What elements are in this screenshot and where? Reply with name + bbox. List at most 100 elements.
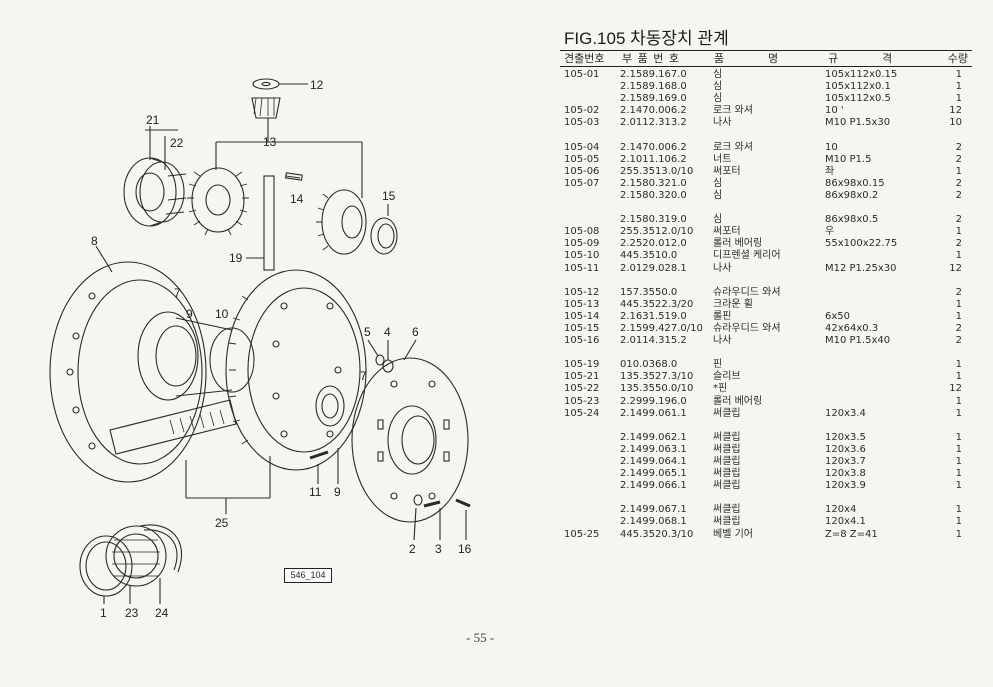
row-part-name: *핀 xyxy=(713,383,728,395)
row-qty: 2 xyxy=(955,177,962,189)
row-spec: 120x4 xyxy=(825,504,857,516)
row-part-name: 슈라우디드 와셔 xyxy=(713,322,781,334)
row-part-name: 심 xyxy=(713,214,723,226)
row-fig-no: 105-13 xyxy=(564,298,600,310)
callout-12: 12 xyxy=(310,78,324,92)
callout-13: 13 xyxy=(263,135,277,149)
row-part-name: 써클립 xyxy=(713,407,741,419)
callout-9-left: 9 xyxy=(186,307,193,321)
callout-2: 2 xyxy=(409,542,416,556)
row-qty: 2 xyxy=(955,238,962,250)
row-part-no: 2.1499.063.1 xyxy=(620,443,687,455)
table-header: 견출번호 부 품 번 호 품 명 규 격 수량 xyxy=(560,51,972,66)
row-fig-no: 105-19 xyxy=(564,359,600,371)
row-fig-no: 105-01 xyxy=(564,69,600,80)
row-part-name: 너트 xyxy=(713,153,732,165)
row-spec: 120x3.9 xyxy=(825,480,866,492)
row-qty: 1 xyxy=(955,226,962,238)
row-fig-no: 105-22 xyxy=(564,383,600,395)
row-part-no: 2.1470.006.2 xyxy=(620,105,687,117)
row-part-name: 나사 xyxy=(713,262,732,274)
row-part-no: 255.3512.0/10 xyxy=(620,226,694,238)
row-fig-no: 105-25 xyxy=(564,528,600,540)
row-spec: 120x3.8 xyxy=(825,468,866,480)
row-part-name: 슈라우디드 와셔 xyxy=(713,286,781,298)
row-part-no: 2.1011.106.2 xyxy=(620,153,687,165)
callout-9-right: 9 xyxy=(334,485,341,499)
row-qty: 1 xyxy=(955,468,962,480)
table-row: 105-22 135.3550.0/10 *핀 12 xyxy=(560,383,972,395)
row-spec: M10 P1.5x30 xyxy=(825,117,891,129)
row-qty: 1 xyxy=(955,456,962,467)
header-spec-a: 규 xyxy=(828,52,839,65)
row-fig-no: 105-11 xyxy=(564,262,600,274)
row-qty: 1 xyxy=(955,443,962,455)
row-spec: 86x98x0.5 xyxy=(825,214,879,226)
diagram-drawing xyxy=(49,78,471,604)
row-part-no: 445.3510.0 xyxy=(620,250,678,262)
row-qty: 1 xyxy=(955,93,962,105)
callout-10: 10 xyxy=(215,307,229,321)
row-qty: 1 xyxy=(955,310,962,322)
row-qty: 2 xyxy=(955,189,962,201)
callout-24: 24 xyxy=(155,606,169,620)
row-part-name: 나사 xyxy=(713,117,732,129)
row-part-no: 2.2520.012.0 xyxy=(620,238,687,250)
row-fig-no: 105-06 xyxy=(564,165,600,177)
row-qty: 12 xyxy=(949,383,962,395)
bearing-23 xyxy=(105,525,167,587)
row-part-no: 2.1599.427.0/10 xyxy=(620,322,703,334)
row-part-no: 2.0114.315.2 xyxy=(620,335,687,347)
row-part-name: 로크 와셔 xyxy=(713,105,753,117)
callout-4: 4 xyxy=(384,325,391,339)
row-fig-no: 105-21 xyxy=(564,371,600,383)
header-part-no: 부 품 번 호 xyxy=(622,52,680,65)
row-part-no: 2.1470.006.2 xyxy=(620,141,687,153)
row-spec: 120x3.7 xyxy=(825,456,866,467)
row-qty: 1 xyxy=(955,516,962,528)
row-spec: 6x50 xyxy=(825,310,851,322)
row-part-name: 써클립 xyxy=(713,443,741,455)
row-part-no: 2.1589.168.0 xyxy=(620,81,687,93)
row-part-no: 2.1589.167.0 xyxy=(620,69,687,80)
callout-1: 1 xyxy=(100,606,107,620)
callout-23: 23 xyxy=(125,606,139,620)
row-part-no: 445.3520.3/10 xyxy=(620,528,694,540)
row-part-name: 나사 xyxy=(713,335,732,347)
row-spec: 105x112x0.5 xyxy=(825,93,891,105)
header-spec-b: 격 xyxy=(882,52,893,65)
row-part-no: 2.1499.062.1 xyxy=(620,431,687,443)
row-part-no: 2.1499.065.1 xyxy=(620,468,687,480)
table-row xyxy=(560,202,972,214)
row-spec: M12 P1.25x30 xyxy=(825,262,897,274)
row-qty: 2 xyxy=(955,335,962,347)
row-qty: 2 xyxy=(955,214,962,226)
row-part-no: 2.1580.320.0 xyxy=(620,189,687,201)
row-part-name: 심 xyxy=(713,177,723,189)
callout-6: 6 xyxy=(412,325,419,339)
row-part-no: 135.3527.3/10 xyxy=(620,371,694,383)
callout-15: 15 xyxy=(382,189,396,203)
row-fig-no: 105-03 xyxy=(564,117,600,129)
row-part-name: 롤러 베어링 xyxy=(713,395,763,407)
row-part-name: 써클립 xyxy=(713,468,741,480)
callout-21: 21 xyxy=(146,113,160,127)
row-spec: 10 xyxy=(825,141,838,153)
row-part-name: 로크 와셔 xyxy=(713,141,753,153)
row-spec: 55x100x22.75 xyxy=(825,238,898,250)
row-fig-no: 105-12 xyxy=(564,286,600,298)
row-part-name: 롤핀 xyxy=(713,310,732,322)
support-disc xyxy=(351,357,469,523)
row-part-name: 써클립 xyxy=(713,516,741,528)
row-part-name: 써포터 xyxy=(713,165,741,177)
row-part-no: 135.3550.0/10 xyxy=(620,383,694,395)
